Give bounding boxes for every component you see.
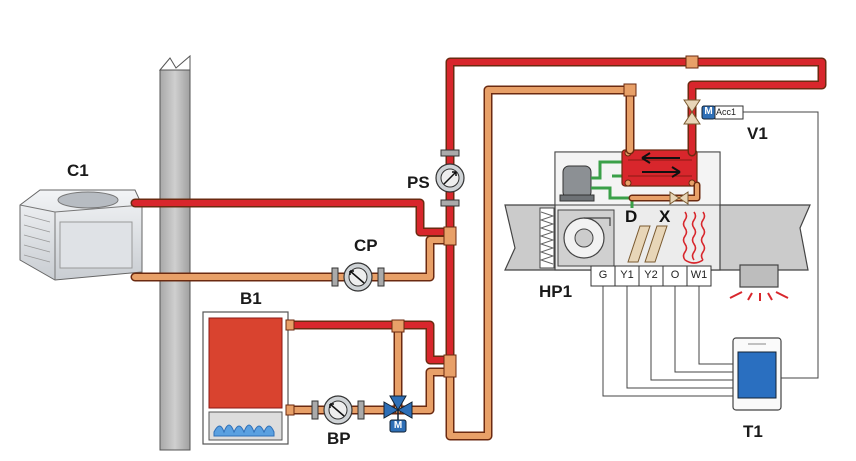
pump-icon — [331, 262, 385, 292]
mixing-valve-icon — [383, 395, 413, 433]
terminal-y1: Y1 — [620, 269, 634, 281]
pipe-tees — [285, 55, 699, 416]
check-valve-icon — [669, 191, 689, 205]
thermostat-icon — [732, 337, 782, 411]
supply-air-vent-icon — [729, 291, 789, 301]
boiler-burner-icon — [213, 424, 275, 437]
fan-icon — [557, 209, 615, 267]
boiler — [202, 311, 289, 445]
compressor-icon — [559, 165, 595, 202]
mixing-valve-motor-badge: M — [393, 420, 403, 431]
pump-icon — [311, 395, 365, 425]
outdoor-unit-label: C1 — [67, 161, 89, 180]
electric-heating-coil — [682, 211, 706, 264]
dx-coil — [627, 225, 668, 263]
zone-valve-motor-badge: M — [704, 106, 713, 117]
pump-icon — [435, 149, 465, 207]
zone-valve-icon — [683, 99, 744, 125]
outdoor-unit-icon — [19, 189, 143, 281]
accessory-label: Acc1 — [716, 107, 737, 117]
building-wall — [158, 54, 191, 451]
terminal-g: G — [598, 269, 608, 281]
thermostat-label: T1 — [743, 422, 763, 441]
circulator-cp-label: CP — [354, 236, 378, 255]
coil-letter-x: X — [659, 207, 671, 226]
heat-exchanger-icon — [621, 149, 698, 187]
coil-letter-d: D — [625, 207, 638, 226]
terminal-w1: W1 — [690, 269, 708, 281]
thermostat-wiring — [602, 111, 819, 397]
air-filter — [539, 207, 555, 269]
supply-piping — [130, 57, 827, 365]
circulator-ps-label: PS — [407, 173, 430, 192]
terminal-y2: Y2 — [644, 269, 658, 281]
circulator-bp-label: BP — [327, 429, 351, 448]
heat-pump-label: HP1 — [539, 282, 573, 301]
boiler-label: B1 — [240, 289, 262, 308]
zone-valve-label: V1 — [747, 124, 768, 143]
terminal-o: O — [670, 269, 680, 281]
